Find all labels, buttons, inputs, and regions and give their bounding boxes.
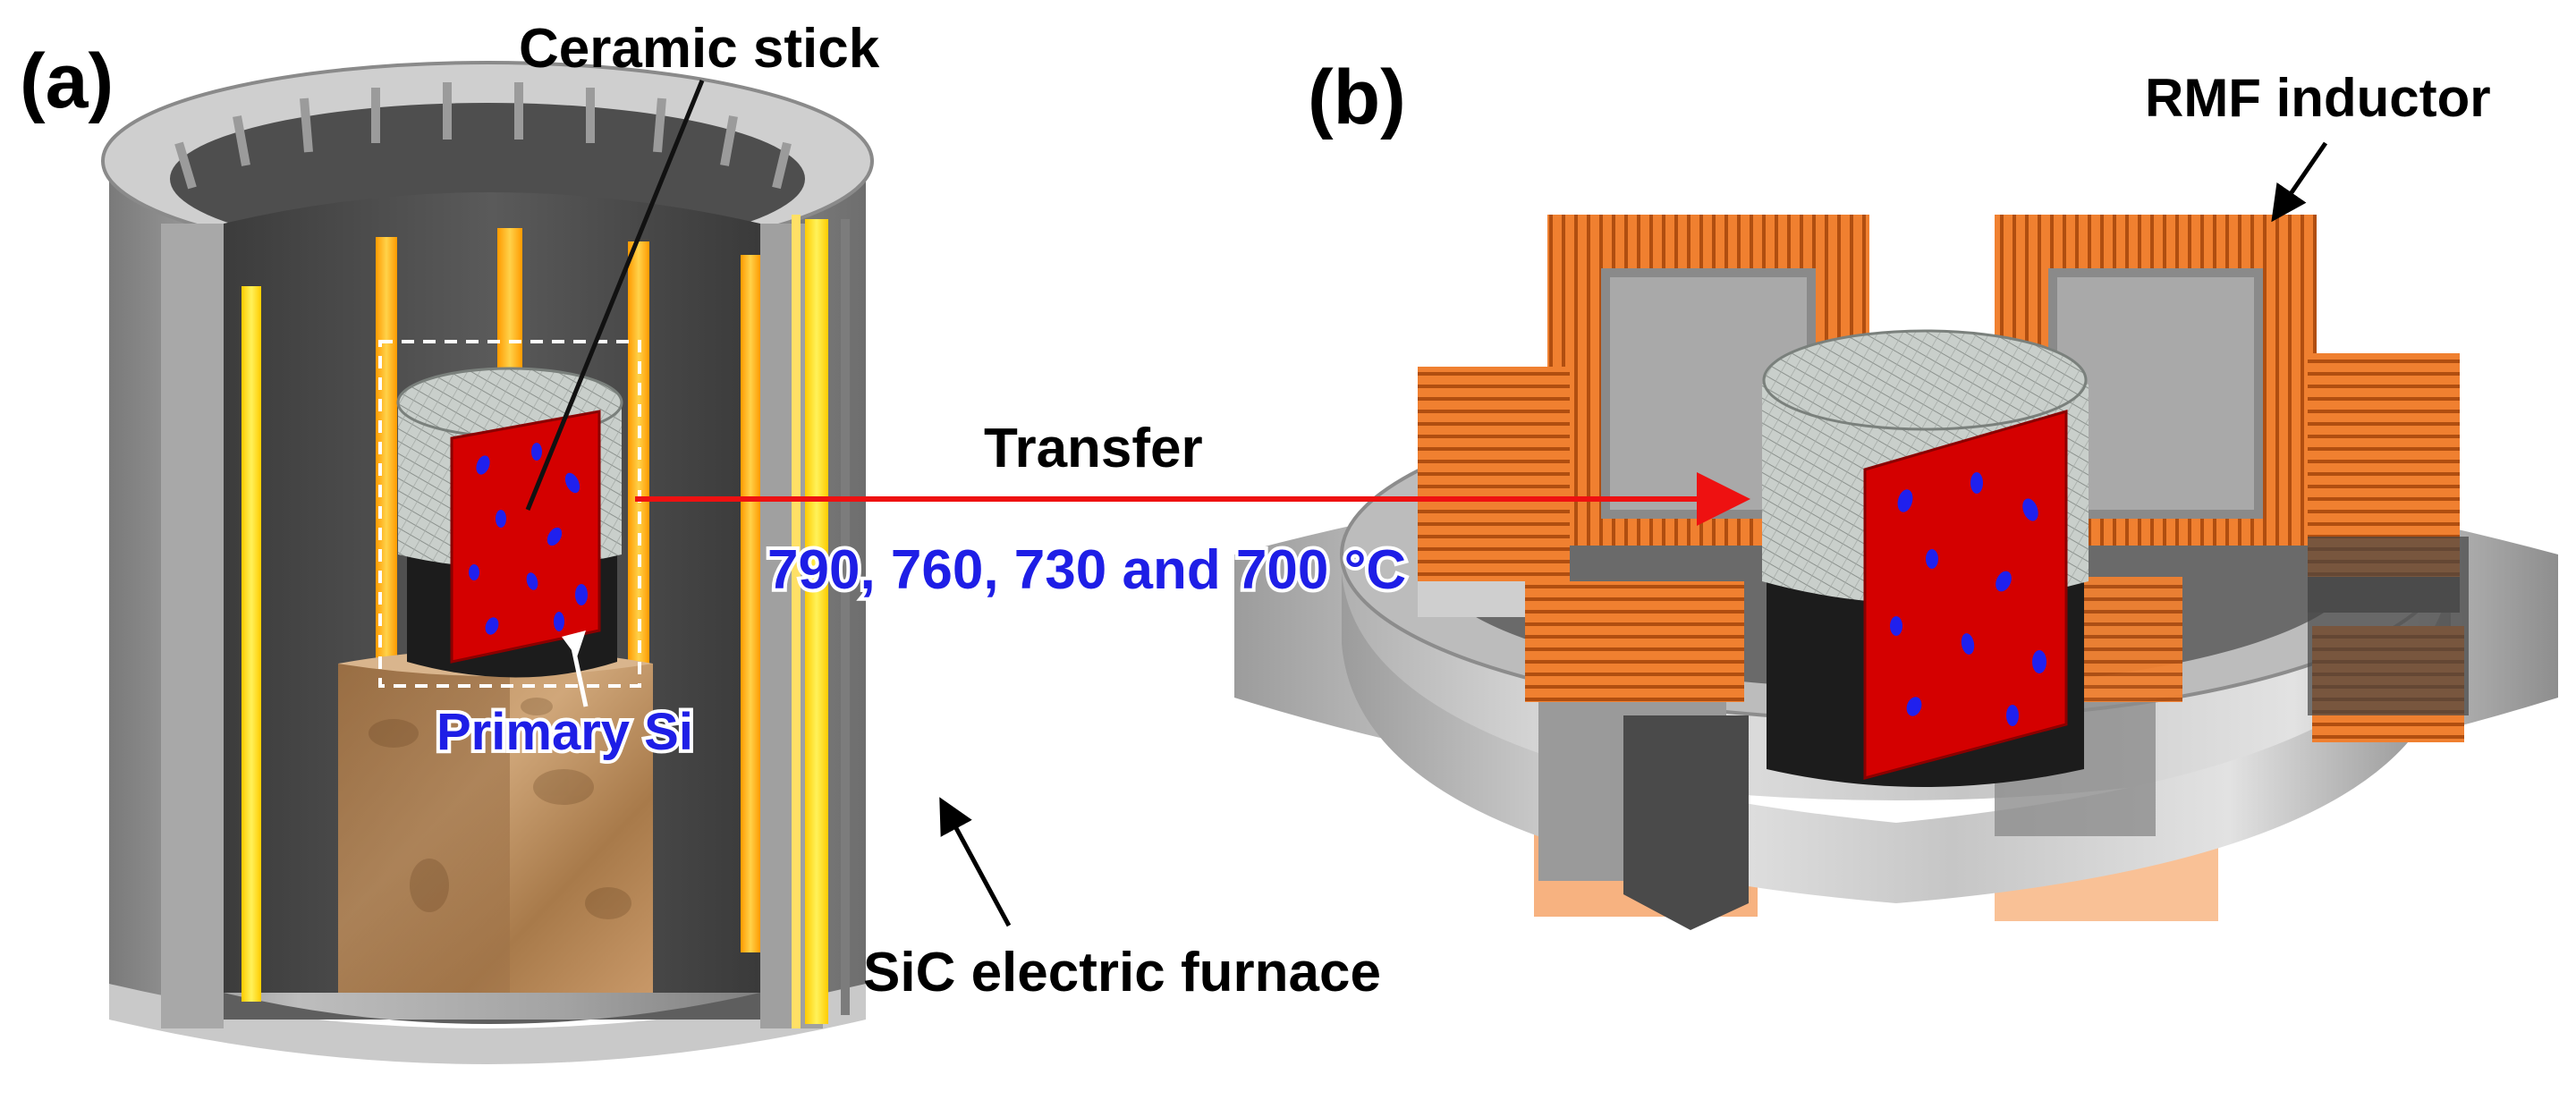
panel-a-label: (a) xyxy=(20,38,114,124)
ceramic-stick xyxy=(525,80,705,511)
primary-si-label: Primary Si xyxy=(436,703,693,761)
primary-si-pointer xyxy=(570,643,589,707)
crucible-sample-a xyxy=(396,367,623,678)
ceramic-stick-label: Ceramic stick xyxy=(519,18,880,80)
furnace-cutaway xyxy=(101,61,1012,1064)
melt-cut-face-b xyxy=(1863,410,2068,780)
crucible-sample-b xyxy=(1762,329,2089,787)
inductor-label: RMF inductor xyxy=(2145,68,2491,128)
furnace-pointer xyxy=(939,797,1012,927)
inductor-pointer xyxy=(2271,141,2328,223)
temperature-label: 790, 760, 730 and 700 °C xyxy=(767,539,1406,601)
coil-right-lower xyxy=(2308,537,2469,742)
melt-cut-face xyxy=(450,410,601,664)
coil-side-left xyxy=(1418,367,1570,617)
rmf-inductor-assembly xyxy=(1234,141,2558,930)
sample-highlight-box xyxy=(378,340,641,688)
transfer-label: Transfer xyxy=(984,418,1203,479)
panel-b-label: (b) xyxy=(1308,55,1406,140)
furnace-label: SiC electric furnace xyxy=(863,942,1381,1003)
coil-front-left xyxy=(1525,581,1749,930)
